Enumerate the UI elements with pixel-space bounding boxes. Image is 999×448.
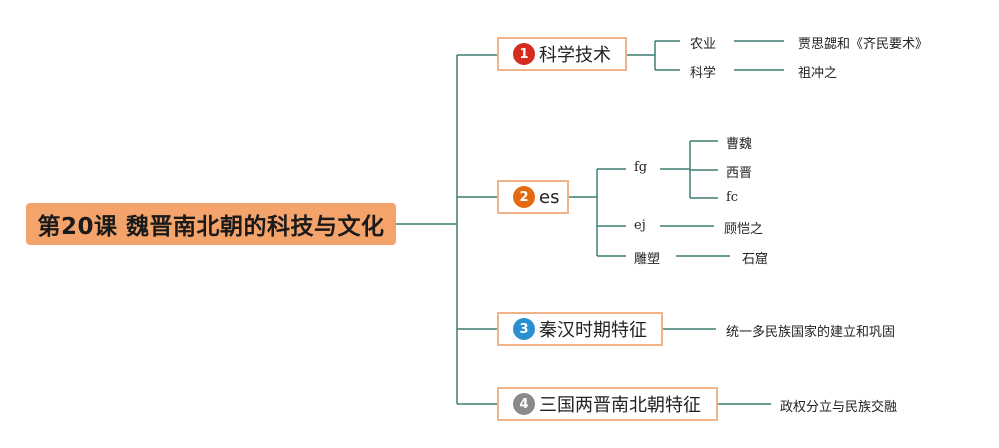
topic-sculpture[interactable]: 雕塑 — [634, 252, 661, 267]
number-4-badge: 4 — [513, 393, 535, 415]
leaf-political-division[interactable]: 政权分立与民族交融 — [780, 400, 898, 415]
leaf-xi-jin[interactable]: 西晋 — [726, 166, 753, 181]
branch-label: 三国两晋南北朝特征 — [539, 395, 701, 416]
leaf-fc[interactable]: fc — [726, 190, 739, 205]
leaf-jia-sixie[interactable]: 贾思勰和《齐民要术》 — [798, 37, 929, 52]
topic-ej[interactable]: ej — [634, 218, 646, 233]
branch-label: 科学技术 — [539, 45, 611, 66]
number-3-badge: 3 — [513, 318, 535, 340]
topic-fg[interactable]: fg — [634, 160, 648, 175]
leaf-unified-nation[interactable]: 统一多民族国家的建立和巩固 — [726, 325, 896, 340]
leaf-cao-wei[interactable]: 曹魏 — [726, 137, 753, 152]
leaf-gu-kaizhi[interactable]: 顾恺之 — [724, 222, 764, 237]
number-1-badge: 1 — [513, 43, 535, 65]
branch-label: es — [539, 186, 560, 208]
leaf-grottoes[interactable]: 石窟 — [742, 252, 769, 267]
branch-qin-han-features[interactable]: 3 秦汉时期特征 — [497, 312, 663, 346]
branch-es[interactable]: 2 es — [497, 180, 569, 214]
topic-science[interactable]: 科学 — [690, 66, 717, 81]
topic-agriculture[interactable]: 农业 — [690, 37, 717, 52]
branch-label: 秦汉时期特征 — [539, 320, 647, 341]
leaf-zu-chongzhi[interactable]: 祖冲之 — [798, 66, 838, 81]
branch-three-kingdoms-features[interactable]: 4 三国两晋南北朝特征 — [497, 387, 718, 421]
number-2-badge: 2 — [513, 186, 535, 208]
root-topic[interactable]: 第20课 魏晋南北朝的科技与文化 — [26, 203, 396, 245]
branch-science-technology[interactable]: 1 科学技术 — [497, 37, 627, 71]
